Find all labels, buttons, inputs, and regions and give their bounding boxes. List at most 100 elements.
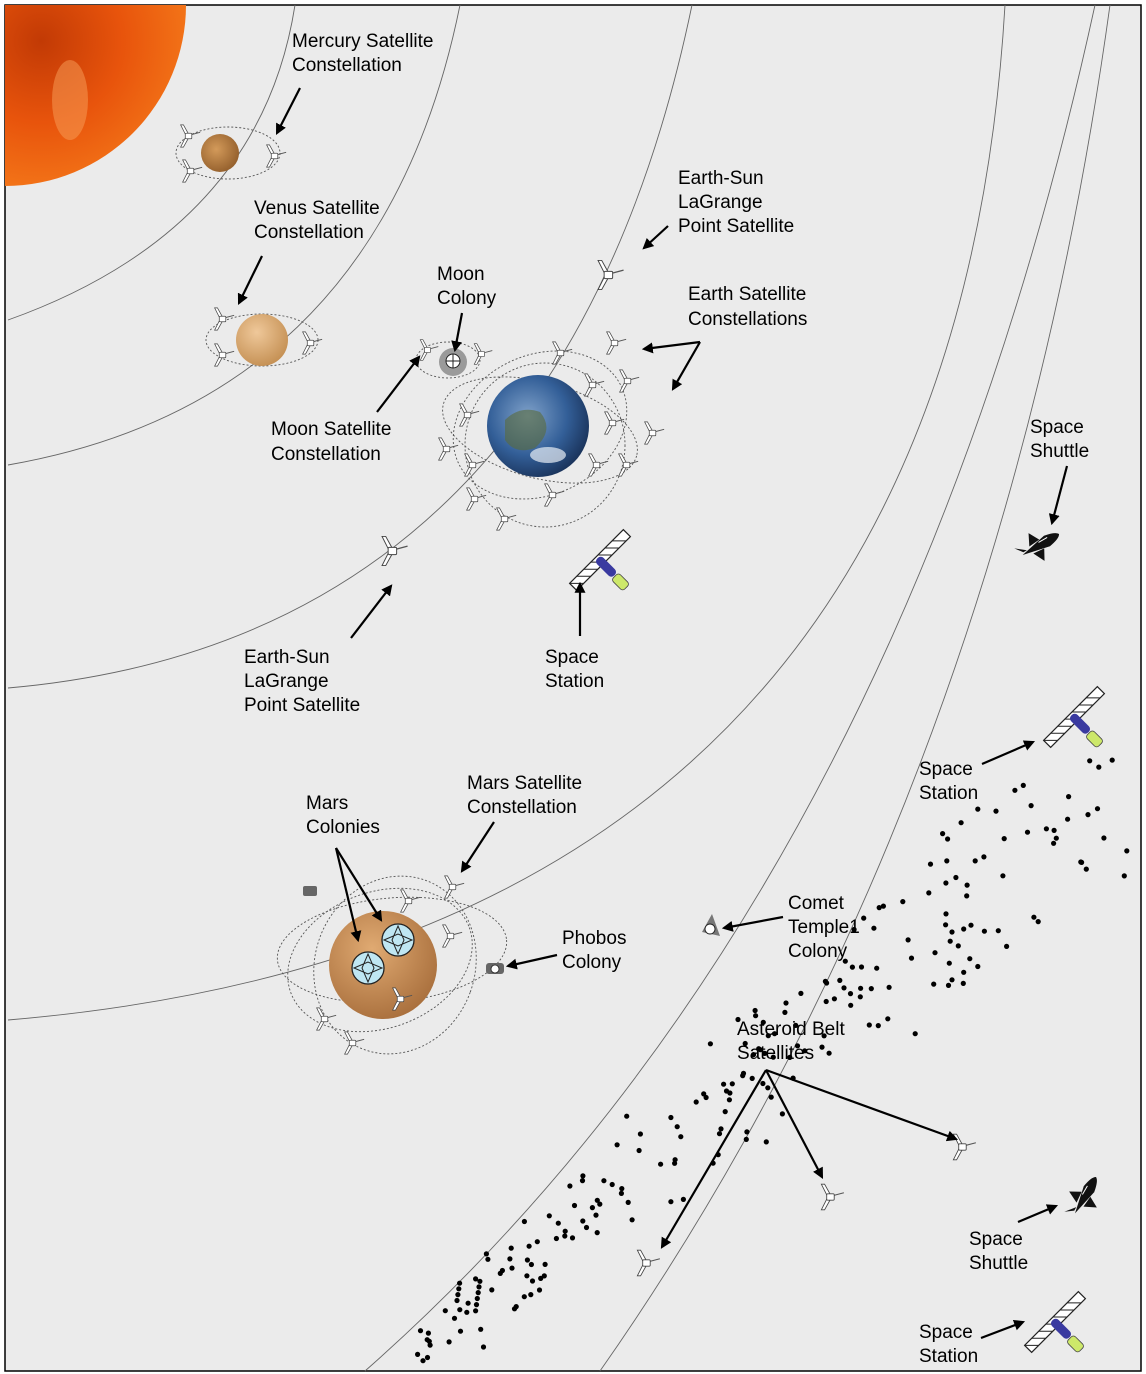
asteroid-dot: [476, 1284, 482, 1290]
mars-colony-icon: [381, 923, 415, 957]
asteroid-dot: [546, 1213, 552, 1219]
asteroid-dot: [446, 1339, 452, 1345]
asteroid-dot: [680, 1196, 687, 1202]
asteroid-dot: [521, 1218, 528, 1225]
asteroid-dot: [541, 1273, 547, 1279]
asteroid-dot: [868, 986, 874, 992]
asteroid-dot: [457, 1328, 464, 1334]
asteroid-dot: [478, 1326, 484, 1332]
asteroid-dot: [995, 928, 1001, 934]
asteroid-dot: [874, 965, 880, 971]
mercury-label: Mercury Satellite Constellation: [292, 31, 439, 76]
asteroid-dot: [672, 1160, 678, 1166]
asteroid-dot: [609, 1181, 615, 1188]
asteroid-dot: [858, 985, 864, 991]
asteroid-dot: [473, 1276, 479, 1282]
asteroid-dot: [886, 984, 892, 990]
comet-temple1: [702, 914, 720, 936]
asteroid-dot: [668, 1114, 674, 1121]
space-shuttle-top-label: Space Shuttle: [1030, 417, 1089, 462]
asteroid-dot: [589, 1205, 596, 1211]
asteroid-dot: [629, 1217, 635, 1223]
asteroid-dot: [964, 882, 970, 888]
asteroid-dot: [473, 1308, 479, 1314]
asteroid-dot: [1031, 914, 1037, 920]
asteroid-dot: [975, 806, 981, 812]
asteroid-dot: [658, 1161, 664, 1167]
asteroid-dot: [847, 991, 854, 997]
asteroid-dot: [905, 937, 911, 943]
asteroid-dot: [562, 1228, 568, 1234]
asteroid-dot: [823, 998, 829, 1005]
asteroid-dot: [521, 1294, 527, 1300]
asteroid-dot: [637, 1131, 644, 1137]
mercury-planet: [201, 134, 239, 172]
asteroid-dot: [858, 964, 865, 970]
mars-colony-icon: [351, 951, 385, 985]
sun: [5, 5, 186, 186]
earth-system: [415, 331, 665, 531]
asteroid-dot: [944, 858, 950, 864]
asteroid-dot: [949, 929, 955, 935]
asteroid-dot: [961, 926, 967, 932]
asteroid-dot: [718, 1126, 724, 1132]
asteroid-dot: [594, 1230, 600, 1236]
diagram-labels: Mercury Satellite Constellation Venus Sa…: [244, 31, 1089, 1367]
asteroid-dot: [465, 1300, 471, 1306]
asteroid-dot: [451, 1315, 458, 1321]
asteroid-dot: [726, 1097, 733, 1103]
asteroid-dot: [793, 1022, 799, 1028]
asteroid-dot: [474, 1295, 480, 1302]
asteroid-dot: [1051, 827, 1057, 834]
asteroid-dot: [618, 1190, 625, 1196]
orbit-lines: [7, 4, 1111, 1372]
asteroid-dot: [536, 1287, 543, 1293]
asteroid-dot: [752, 1007, 758, 1014]
asteroid-dot: [457, 1280, 463, 1286]
asteroid-dot: [960, 980, 966, 987]
asteroid-dot: [1043, 826, 1049, 832]
asteroid-satellites-label: Asteroid Belt Satellites: [737, 1019, 850, 1064]
asteroid-dot: [583, 1224, 590, 1231]
asteroid-dot: [483, 1251, 489, 1257]
asteroid-dot: [760, 1080, 766, 1087]
asteroid-dot: [953, 874, 959, 881]
venus-planet: [236, 314, 288, 366]
asteroid-dot: [485, 1256, 491, 1262]
asteroid-dot: [940, 831, 946, 837]
space-station-icon: [568, 528, 632, 592]
asteroid-dot: [528, 1261, 535, 1268]
asteroid-dot: [826, 1050, 832, 1056]
asteroid-dot: [875, 1023, 881, 1029]
asteroid-dot: [716, 1131, 723, 1137]
asteroid-dot: [742, 1040, 748, 1047]
space-station-icon: [1042, 685, 1106, 749]
asteroid-dot: [415, 1351, 421, 1357]
moon-constellation-label: Moon Satellite Constellation: [271, 419, 397, 465]
asteroid-dot: [534, 1239, 540, 1245]
asteroid-dot: [831, 996, 838, 1002]
asteroid-dot: [1020, 782, 1026, 789]
space-station-right-label: Space Station: [919, 759, 978, 804]
asteroid-dot: [968, 922, 974, 928]
asteroid-dot: [943, 911, 949, 917]
asteroid-dot: [1012, 787, 1018, 793]
asteroid-dot: [972, 858, 978, 864]
asteroid-dot: [426, 1338, 432, 1344]
asteroid-dot: [802, 1048, 808, 1054]
asteroid-dot: [932, 950, 938, 956]
asteroid-dot: [614, 1142, 620, 1148]
asteroid-dot: [756, 1046, 762, 1052]
asteroid-dot: [668, 1199, 674, 1205]
asteroid-dot: [477, 1278, 483, 1284]
asteroid-dot: [553, 1235, 560, 1242]
asteroid-dot: [475, 1290, 481, 1296]
asteroid-dot: [593, 1212, 599, 1218]
asteroid-dot: [509, 1265, 515, 1271]
asteroid-dot: [866, 1022, 872, 1028]
mercury-system: [175, 124, 287, 183]
asteroid-dot: [1078, 859, 1084, 865]
asteroid-dot: [567, 1183, 573, 1189]
asteroid-dot: [528, 1292, 534, 1298]
